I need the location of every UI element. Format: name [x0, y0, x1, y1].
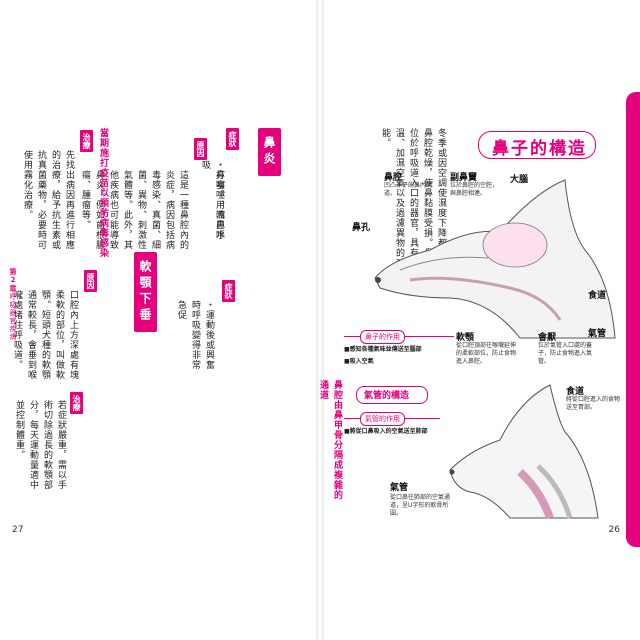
chapter-marker: 第2章 呼吸器官疾病 — [6, 268, 20, 341]
desc-paranasal: 位於鼻腔的空腔，與鼻腔相連。 — [450, 182, 499, 197]
page-number-right: 26 — [608, 525, 620, 535]
page-number-left: 27 — [12, 525, 24, 535]
figure1-title: 鼻子的構造 — [492, 139, 587, 159]
figure2-title-frame — [356, 386, 428, 404]
tag-treatment-1: 治療 — [80, 130, 93, 152]
symptom-line: ・鼻塞，用嘴巴呼吸 — [200, 160, 224, 240]
label-trachea: 氣管 — [588, 329, 607, 339]
book-spine — [316, 0, 324, 640]
desc-esophagus-2: 將從口腔進入的食物送至胃部。 — [566, 396, 621, 411]
nose-function-title: 鼻子的作用 — [360, 330, 405, 344]
figure2-title: 氣管的構造 — [364, 391, 410, 401]
label-esophagus: 食道 — [588, 291, 607, 301]
desc-soft-palate: 從口腔頂部往喉嚨延伸的柔軟部位，防止食物進入鼻腔。 — [456, 342, 517, 365]
tag-cause-2: 原因 — [84, 270, 97, 292]
symptom-list-2: ・運動後或興奮時呼吸變得非常急促 — [176, 300, 214, 370]
label-nostril: 鼻孔 — [352, 223, 371, 233]
highlight-text: 當期施打疫苗以預防病毒感染 — [98, 128, 108, 258]
chapter-label: 第2章 — [9, 268, 17, 293]
right-page: 冬季或因空調使濕度下降都會導致鼻腔乾燥，使鼻黏膜受損。鼻子是位於呼吸道入口的器官… — [318, 0, 640, 640]
label-epiglottis: 會厭 — [538, 333, 557, 343]
nose-function-item: ■感知各種氣味並傳送至腦部 — [344, 346, 422, 353]
symptom-line: ・打噴嚏、流鼻水 — [214, 160, 224, 240]
chapter-topic: 呼吸器官疾病 — [9, 293, 17, 341]
tag-treatment-2: 治療 — [70, 392, 83, 414]
nose-function-item: ■吸入空氣 — [344, 358, 374, 365]
label-nasal-cavity: 鼻腔 — [384, 173, 403, 183]
cause-paragraph: 這是一種鼻腔內的炎症，病因包括病毒感染、真菌、細菌、異物、刺激性氣體等。此外，其… — [80, 170, 188, 250]
body-highlight: 鼻腔由鼻甲骨分隔成複雜的通道 — [318, 380, 342, 500]
treatment-paragraph-2: 若症狀嚴重，需以手術切除過長的軟顎部分，每天運動量適中並控制體重。 — [14, 400, 66, 490]
dog-head-illustration — [374, 179, 616, 339]
figure1-title-frame — [478, 131, 596, 159]
left-page: 鼻炎 症狀 ・打噴嚏、流鼻水 ・鼻塞，用嘴巴呼吸 原因 這是一種鼻腔內的炎症，病… — [6, 128, 281, 535]
desc-trachea-2: 從口鼻往肺部的空氣通道，呈U字形的軟骨所圍。 — [390, 494, 451, 517]
label-soft-palate: 軟顎 — [456, 333, 475, 343]
label-trachea-2: 氣管 — [390, 483, 409, 493]
cause-paragraph-2: 口腔內上方深處有塊柔軟的部位，叫做軟顎。短頭犬種的軟顎通常較長，會垂到喉嚨處堵住… — [12, 290, 78, 380]
tag-symptom-1: 症狀 — [226, 128, 239, 150]
tag-cause-1: 原因 — [194, 138, 207, 160]
chapter-tab — [626, 92, 640, 547]
dog-trachea-illustration — [449, 384, 599, 520]
tag-symptom-2: 症狀 — [222, 280, 235, 302]
body-text: 冬季或因空調使濕度下降都會導致鼻腔乾燥，使鼻黏膜受損。鼻子是位於呼吸道入口的器官… — [380, 128, 446, 278]
section-title-rhinitis: 鼻炎 — [258, 128, 281, 176]
trachea-function-item: ■將從口鼻吸入的空氣送至肺部 — [344, 428, 428, 435]
label-paranasal: 副鼻竇 — [450, 173, 478, 183]
section-title-soft-palate: 軟顎下垂 — [134, 252, 157, 332]
label-brain: 大腦 — [510, 175, 529, 185]
treatment-paragraph: 先找出病因再進行相應的治療，給予抗生素或抗真菌藥物，必要時可使用霧化治療。 — [22, 150, 74, 250]
label-esophagus-2: 食道 — [566, 387, 585, 397]
desc-epiglottis: 位於氣管入口處的蓋子，防止食物進入氣管。 — [538, 342, 593, 365]
trachea-function-title: 氣管的作用 — [360, 412, 405, 426]
desc-nasal-cavity: 凹凸不平的鼻內隔道。 — [384, 182, 433, 197]
